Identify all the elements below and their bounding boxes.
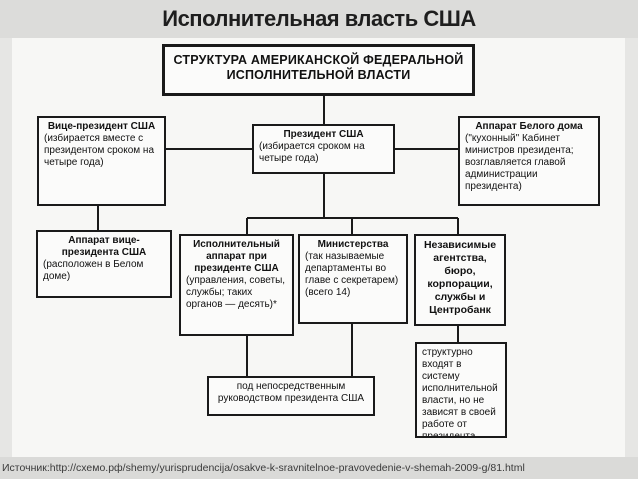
white-house-title: Аппарат Белого дома xyxy=(475,121,583,132)
structure-title: СТРУКТУРА АМЕРИКАНСКОЙ ФЕДЕРАЛЬНОЙ ИСПОЛ… xyxy=(173,53,464,82)
vp-apparatus-title: Аппарат вице-президента США xyxy=(61,235,147,258)
president-box: Президент США (избирается сроком на четы… xyxy=(252,124,395,174)
ministries-title: Министерства xyxy=(317,239,389,250)
vice-president-title: Вице-президент США xyxy=(47,121,156,132)
agencies-title: Независимые агентства, бюро, корпорации,… xyxy=(423,239,497,316)
exec-apparatus-box: Исполнительный аппарат при президенте СШ… xyxy=(179,234,294,336)
direct-control-box: под непосредственным руководством презид… xyxy=(207,376,375,416)
agencies-note-text: структурно входят в систему исполнительн… xyxy=(422,347,498,438)
source-link[interactable]: Источник:http://схемо.рф/shemy/yurisprud… xyxy=(2,462,525,474)
agencies-note-box: структурно входят в систему исполнительн… xyxy=(415,342,507,438)
ministries-desc: (так называемые департаменты во главе с … xyxy=(305,251,399,298)
white-house-box: Аппарат Белого дома ("кухонный" Кабинет … xyxy=(458,116,600,206)
direct-control-text: под непосредственным руководством презид… xyxy=(217,381,365,404)
vp-apparatus-box: Аппарат вице-президента США (расположен … xyxy=(36,230,172,298)
ministries-box: Министерства (так называемые департамент… xyxy=(298,234,408,324)
diagram-paper: СТРУКТУРА АМЕРИКАНСКОЙ ФЕДЕРАЛЬНОЙ ИСПОЛ… xyxy=(12,38,625,457)
vice-president-desc: (избирается вместе с президентом сроком … xyxy=(44,133,154,168)
slide-header-band xyxy=(0,0,638,38)
connector-lines xyxy=(97,96,459,376)
vp-apparatus-desc: (расположен в Белом доме) xyxy=(43,259,144,282)
vice-president-box: Вице-президент США (избирается вместе с … xyxy=(37,116,166,206)
page-title: Исполнительная власть США xyxy=(162,6,476,31)
agencies-box: Независимые агентства, бюро, корпорации,… xyxy=(414,234,506,326)
source-bar: Источник:http://схемо.рф/shemy/yurisprud… xyxy=(0,457,638,479)
structure-title-box: СТРУКТУРА АМЕРИКАНСКОЙ ФЕДЕРАЛЬНОЙ ИСПОЛ… xyxy=(162,44,475,96)
white-house-desc: ("кухонный" Кабинет министров президента… xyxy=(465,133,574,192)
exec-apparatus-title: Исполнительный аппарат при президенте СШ… xyxy=(193,239,280,274)
exec-apparatus-desc: (управления, советы, службы; таких орган… xyxy=(186,275,286,310)
president-desc: (избирается сроком на четыре года) xyxy=(259,141,365,164)
president-title: Президент США xyxy=(283,129,364,140)
